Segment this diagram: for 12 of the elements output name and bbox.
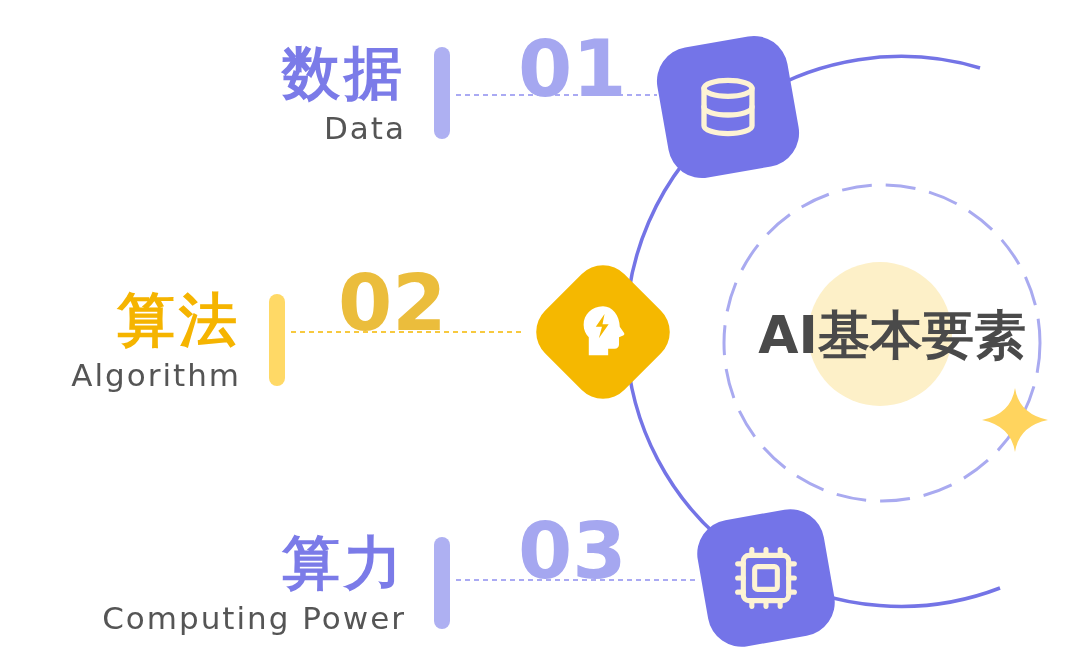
step-number: 01 — [518, 30, 627, 108]
subtitle: Computing Power — [102, 599, 406, 638]
dashed-connector — [455, 579, 697, 581]
heading: 算法 — [117, 285, 241, 355]
subtitle: Data — [323, 109, 406, 148]
heading: 数据 — [282, 38, 406, 108]
heading: 算力 — [282, 528, 406, 598]
dashed-connector — [455, 94, 658, 96]
step-number: 02 — [338, 264, 447, 342]
center-title: AI基本要素 — [757, 304, 1027, 366]
step-number: 03 — [518, 512, 627, 590]
subtitle: Algorithm — [71, 356, 241, 395]
